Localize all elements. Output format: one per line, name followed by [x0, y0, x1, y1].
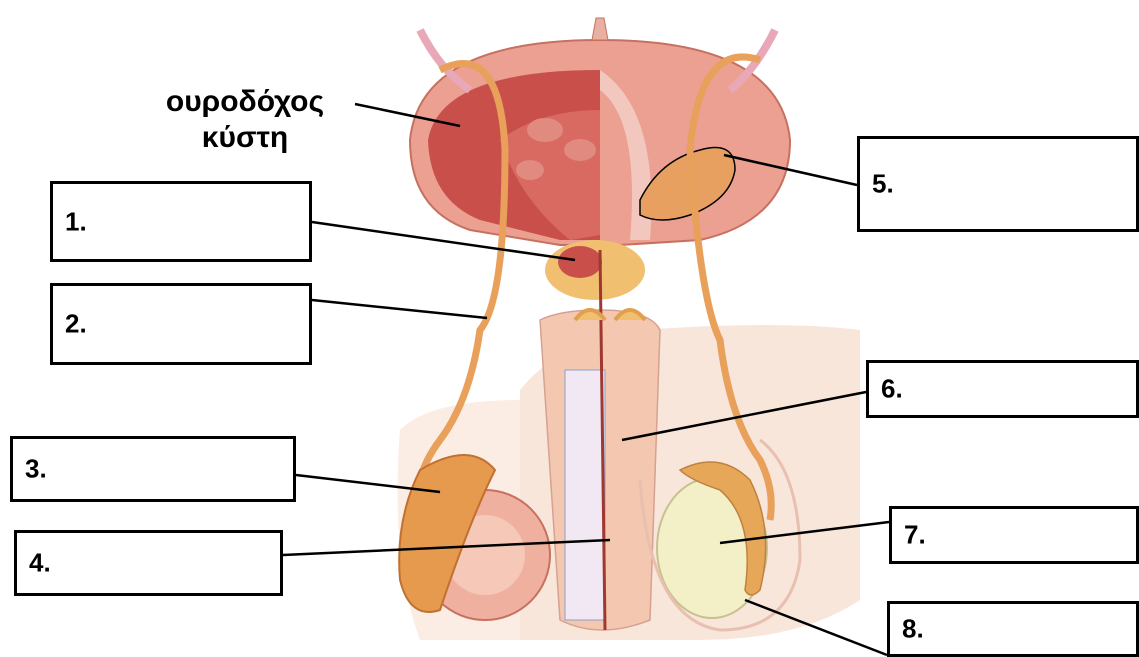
label-box-7: 7. — [889, 506, 1139, 564]
label-number-5: 5. — [872, 169, 894, 200]
bladder-title: ουροδόχος κύστη — [125, 84, 365, 156]
leader-line-2 — [312, 300, 487, 318]
bladder-title-line2: κύστη — [125, 120, 365, 156]
label-number-7: 7. — [904, 520, 926, 551]
bladder-fold-1 — [527, 118, 563, 142]
label-box-5: 5. — [857, 136, 1139, 232]
label-box-8: 8. — [887, 601, 1139, 657]
label-number-8: 8. — [902, 614, 924, 645]
bladder-fold-3 — [516, 160, 544, 180]
label-number-6: 6. — [881, 374, 903, 405]
label-number-3: 3. — [25, 454, 47, 485]
label-number-4: 4. — [29, 548, 51, 579]
bladder-title-line1: ουροδόχος — [125, 84, 365, 120]
prostate-inner — [558, 246, 602, 278]
label-number-2: 2. — [65, 309, 87, 340]
label-box-4: 4. — [14, 530, 283, 596]
urachus — [592, 18, 608, 40]
bladder-fold-2 — [564, 139, 596, 161]
label-box-1: 1. — [50, 181, 312, 262]
label-number-1: 1. — [65, 206, 87, 237]
label-box-2: 2. — [50, 283, 312, 365]
label-box-3: 3. — [10, 436, 296, 502]
corpus-spongiosum — [565, 370, 605, 620]
label-box-6: 6. — [866, 360, 1139, 418]
